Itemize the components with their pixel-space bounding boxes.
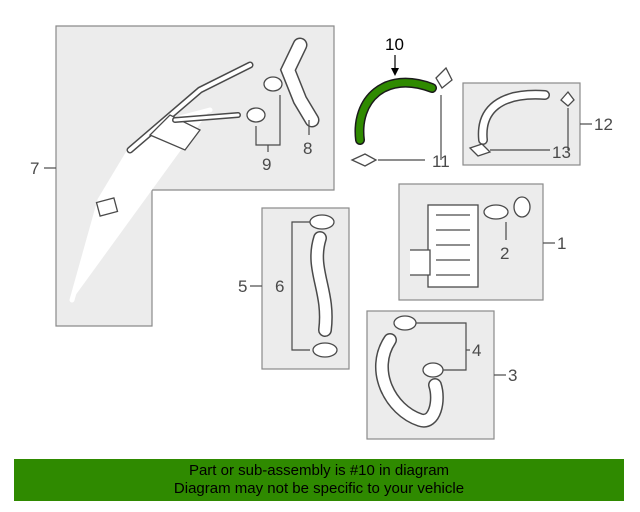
callout-3: 3 [508,366,517,385]
part-10-hose [354,77,437,145]
callout-7: 7 [30,159,39,178]
part-9-clamps [246,76,310,152]
info-banner: Part or sub-assembly is #10 in diagram D… [14,459,624,501]
panel-12 [462,82,581,166]
callout-12: 12 [594,115,613,134]
panel-5 [261,207,350,370]
parts-diagram: 8 9 7 10 11 13 12 [30,25,613,440]
part-11-clamps [350,66,453,167]
callout-13: 13 [552,143,571,162]
banner-line-1: Part or sub-assembly is #10 in diagram [188,462,450,479]
banner-line-2: Diagram may not be specific to your vehi… [173,480,465,497]
part-8-hose [279,37,320,128]
callout-2: 2 [500,244,509,263]
callout-9: 9 [262,155,271,174]
callout-10: 10 [385,35,404,54]
callout-6: 6 [275,277,284,296]
callout-8: 8 [303,139,312,158]
callout-5: 5 [238,277,247,296]
callout-11: 11 [432,152,450,171]
panel-oil-cooler [398,183,555,301]
panel-filler-pipe [55,25,335,327]
callout-4: 4 [472,341,481,360]
callout-1: 1 [557,234,566,253]
panel-3 [366,310,506,440]
